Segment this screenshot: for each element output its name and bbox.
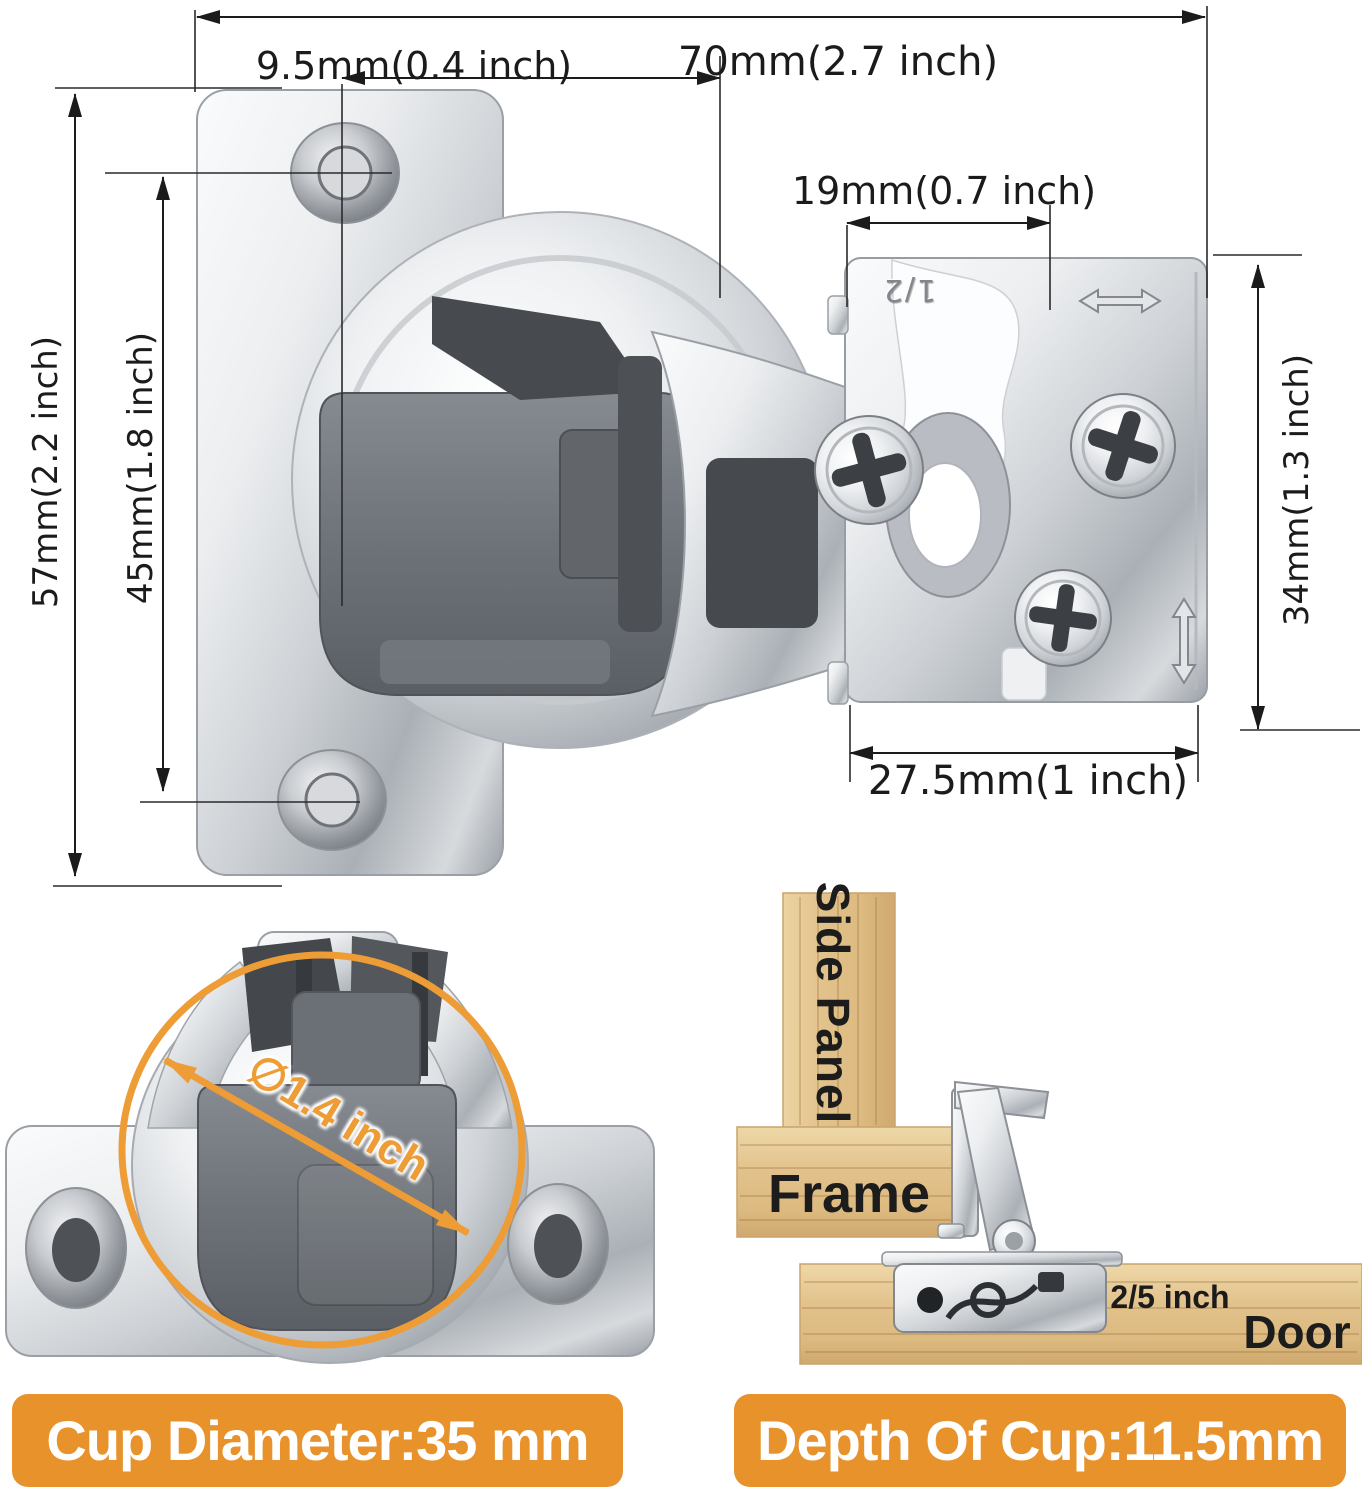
hinge-top-view <box>196 89 1208 876</box>
hinge-arm <box>650 330 849 718</box>
frame-board <box>736 1126 966 1238</box>
dim-27-5mm-label: 27.5mm(1 inch) <box>867 758 1189 804</box>
cup-diameter-arrow <box>163 1056 470 1237</box>
cup-diameter-banner-text: Cup Diameter:35 mm <box>46 1409 589 1472</box>
hinge-front-view <box>5 931 655 1364</box>
side-panel-label: Side Panel <box>807 881 859 1125</box>
cup-depth-banner-text: Depth Of Cup:11.5mm <box>757 1409 1324 1472</box>
plate-hook-tab-top <box>827 295 849 335</box>
hinge-side-view <box>881 1080 1123 1333</box>
phillips-screw-top-right <box>1070 393 1176 499</box>
height-adjustment-arrow-stamp-icon <box>1171 597 1197 685</box>
side-adjustment-arrow-stamp-icon <box>1078 288 1162 314</box>
dimension-lines <box>68 9 1265 1328</box>
plate-slot-hole <box>908 462 982 568</box>
dim-57mm-label: 57mm(2.2 inch) <box>26 335 66 609</box>
cup-diameter-circle <box>118 951 526 1349</box>
cup-diameter-banner: Cup Diameter:35 mm <box>12 1394 623 1487</box>
door-label: Door <box>1243 1306 1351 1358</box>
side-panel-board <box>782 892 896 1130</box>
frame-label: Frame <box>767 1164 931 1224</box>
cup-depth-callout-label: 2/5 inch <box>1110 1279 1230 1315</box>
dim-19mm-label: 19mm(0.7 inch) <box>791 169 1097 213</box>
cup-depth-banner: Depth Of Cup:11.5mm <box>734 1394 1346 1487</box>
dim-9-5mm-label: 9.5mm(0.4 inch) <box>255 44 573 88</box>
dim-45mm-label: 45mm(1.8 inch) <box>121 331 161 605</box>
dim-34mm-label: 34mm(1.3 inch) <box>1277 353 1317 627</box>
hinge-lever-mechanism <box>432 296 662 632</box>
phillips-screw-left <box>814 415 924 525</box>
extension-lines <box>53 6 1360 887</box>
installation-view <box>736 892 1362 1365</box>
mounting-plate <box>814 257 1208 705</box>
dim-70mm-label: 70mm(2.7 inch) <box>677 39 999 85</box>
phillips-screw-bottom <box>1014 569 1112 667</box>
overlay-stamp-label: 1/2 <box>881 272 937 307</box>
plate-hook-tab-bottom <box>827 661 849 705</box>
